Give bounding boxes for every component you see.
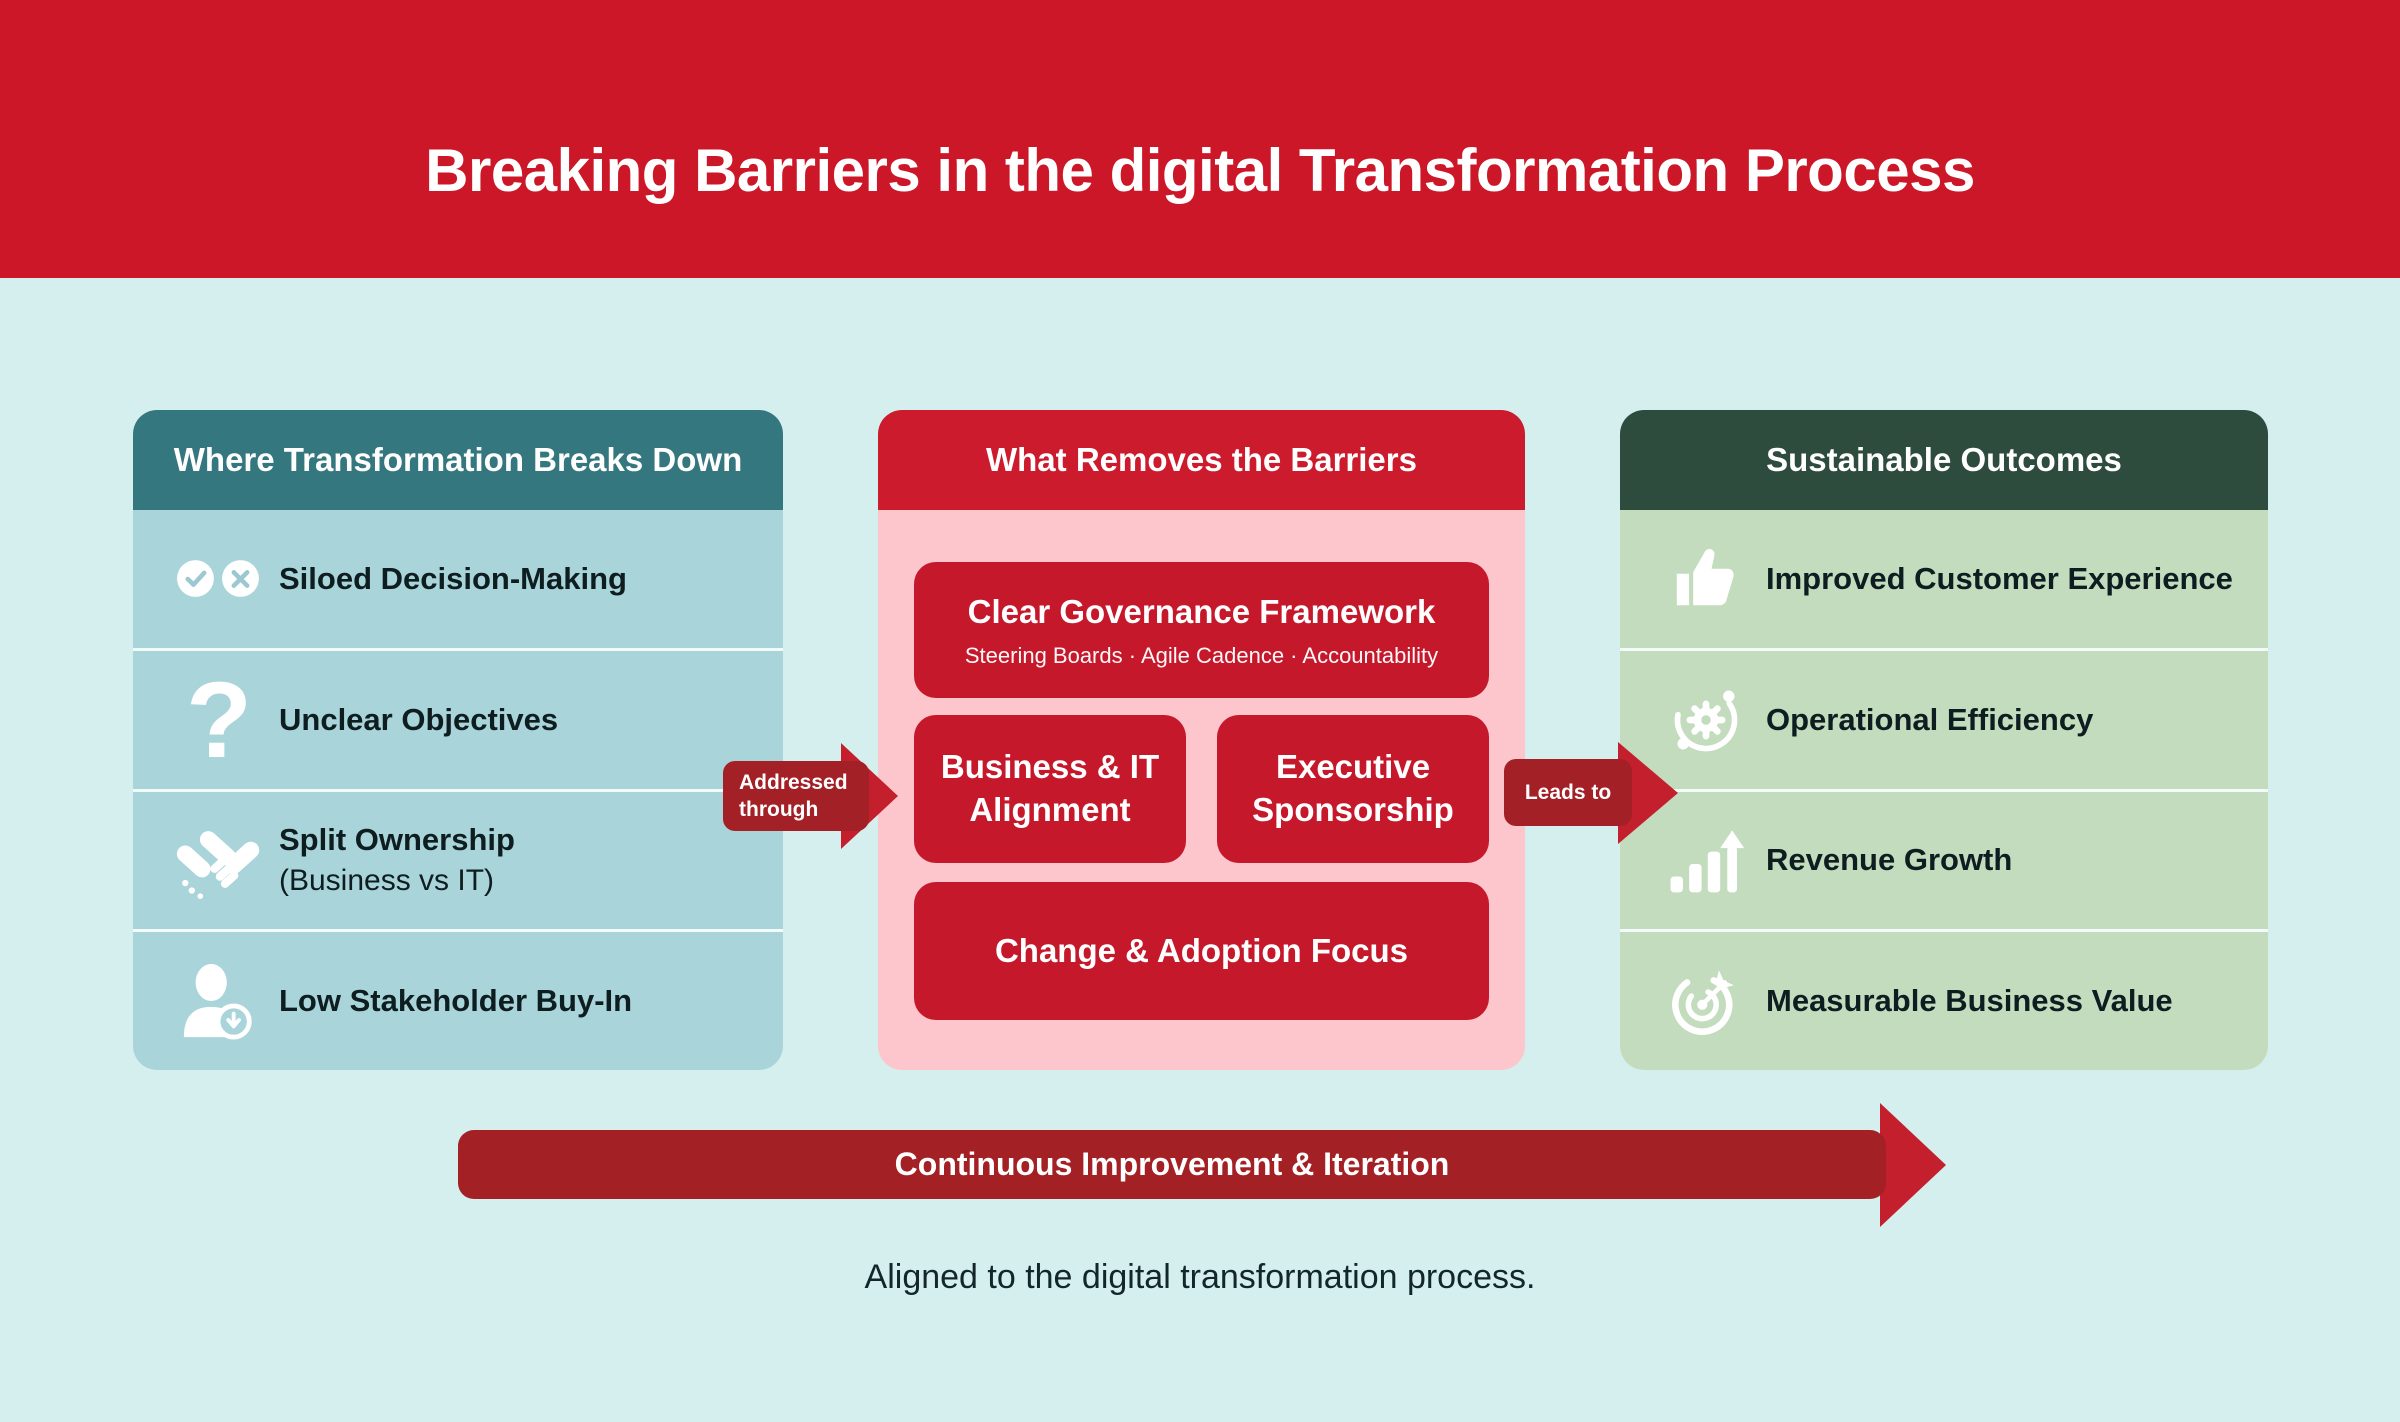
outcome-row-value: Measurable Business Value — [1620, 932, 2268, 1070]
outcome-label: Measurable Business Value — [1766, 983, 2173, 1019]
continuous-improvement-arrow: Continuous Improvement & Iteration — [458, 1130, 1886, 1199]
column-breakdown-body: Siloed Decision-Making ? Unclear Objecti… — [133, 510, 783, 1070]
question-mark-icon: ? — [186, 658, 252, 780]
column-breakdown-title: Where Transformation Breaks Down — [173, 441, 743, 478]
column-removers-title: What Removes the Barriers — [986, 441, 1417, 478]
column-breakdown-header: Where Transformation Breaks Down — [133, 410, 783, 510]
header-banner: Breaking Barriers in the digital Transfo… — [0, 0, 2400, 278]
column-removers-body: Clear Governance Framework Steering Boar… — [878, 510, 1525, 1070]
addressed-through-badge: Addressed through — [723, 761, 869, 831]
column-outcomes-header: Sustainable Outcomes — [1620, 410, 2268, 510]
column-breakdown: Where Transformation Breaks Down Siloed … — [133, 410, 783, 1070]
column-removers-header: What Removes the Barriers — [878, 410, 1525, 510]
column-outcomes-title: Sustainable Outcomes — [1766, 441, 2122, 478]
card-title: Business & IT Alignment — [940, 748, 1160, 828]
column-outcomes-body: Improved Customer Experience — [1620, 510, 2268, 1070]
thumbs-up-icon — [1654, 544, 1758, 614]
barrier-row-buyin: Low Stakeholder Buy-In — [133, 932, 783, 1070]
barrier-sublabel: (Business vs IT) — [279, 864, 495, 898]
card-governance-framework: Clear Governance Framework Steering Boar… — [914, 562, 1489, 698]
barrier-row-siloed: Siloed Decision-Making — [133, 510, 783, 648]
column-outcomes: Sustainable Outcomes Improved Customer E… — [1620, 410, 2268, 1070]
barrier-row-unclear: ? Unclear Objectives — [133, 650, 783, 789]
leads-to-badge: Leads to — [1504, 759, 1632, 826]
barrier-label: Siloed Decision-Making — [279, 560, 627, 596]
continuous-arrowhead-icon — [1880, 1103, 1946, 1227]
card-executive-sponsorship: Executive Sponsorship — [1217, 715, 1489, 863]
outcome-label: Improved Customer Experience — [1766, 560, 2233, 596]
column-removers: What Removes the Barriers Clear Governan… — [878, 410, 1525, 1070]
card-title: Executive Sponsorship — [1252, 748, 1454, 828]
card-business-it-alignment: Business & IT Alignment — [914, 715, 1186, 863]
target-arrow-icon — [1654, 962, 1758, 1040]
outcome-label: Operational Efficiency — [1766, 701, 2094, 737]
check-x-circles-icon — [167, 558, 271, 599]
handshake-icon — [167, 821, 271, 900]
continuous-improvement-label: Continuous Improvement & Iteration — [894, 1146, 1450, 1182]
outcome-row-revenue: Revenue Growth — [1620, 791, 2268, 930]
footer-caption: Aligned to the digital transformation pr… — [864, 1258, 1536, 1296]
card-change-adoption: Change & Adoption Focus — [914, 882, 1489, 1020]
addressed-through-label: Addressed through — [739, 770, 848, 821]
barrier-label: Unclear Objectives — [279, 701, 559, 737]
card-subtitle: Steering Boards · Agile Cadence · Accoun… — [964, 643, 1439, 669]
page-title: Breaking Barriers in the digital Transfo… — [425, 137, 1975, 204]
outcome-row-customer: Improved Customer Experience — [1620, 510, 2268, 648]
barrier-label: Low Stakeholder Buy-In — [279, 983, 633, 1019]
outcome-row-efficiency: Operational Efficiency — [1620, 650, 2268, 789]
barrier-label: Split Ownership — [279, 822, 515, 858]
card-title: Change & Adoption Focus — [994, 931, 1409, 969]
bar-chart-growth-icon — [1654, 825, 1758, 896]
card-title: Clear Governance Framework — [967, 592, 1436, 630]
outcome-label: Revenue Growth — [1766, 842, 2013, 878]
leads-to-label: Leads to — [1524, 780, 1612, 804]
person-decline-icon — [167, 960, 271, 1042]
barrier-row-split: Split Ownership (Business vs IT) — [133, 791, 783, 930]
gear-orbit-icon — [1654, 682, 1758, 758]
